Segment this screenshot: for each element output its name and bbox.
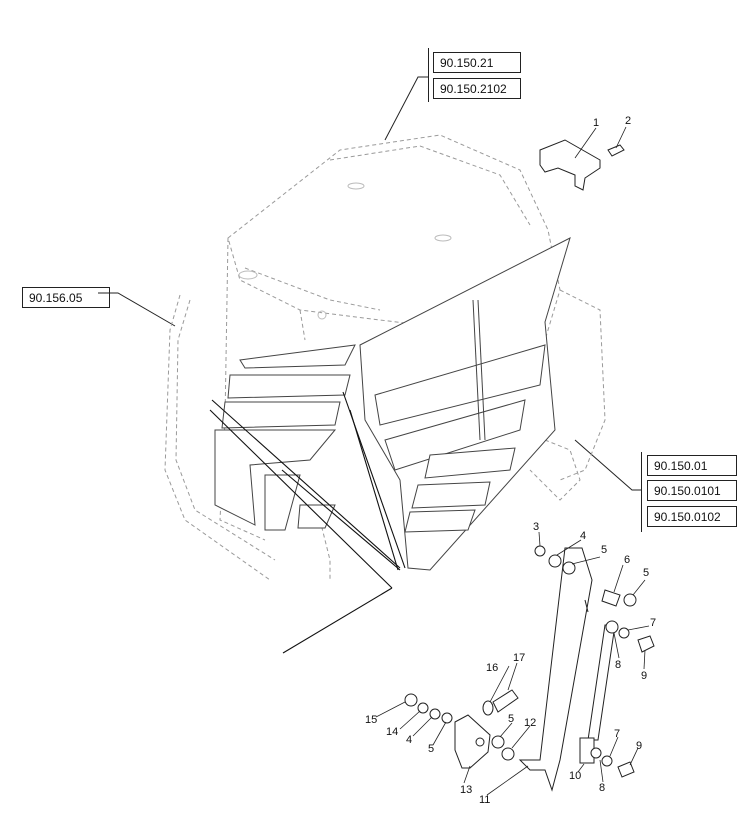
ref-box-90-150-0101[interactable]: 90.150.0101	[647, 480, 737, 501]
callout-leaders	[375, 126, 650, 796]
ref-group-top-bar	[428, 48, 429, 102]
callout-7: 7	[650, 617, 656, 629]
callout-13: 13	[460, 784, 472, 796]
callout-5: 5	[601, 544, 607, 556]
callout-4: 4	[580, 530, 586, 542]
part-2-screw	[607, 144, 625, 157]
callout-7b: 7	[614, 728, 620, 740]
callout-numbers: 1 2 3 4 5 6 5 7 8 9 10 11 12 13 14 15 16…	[365, 115, 656, 806]
callout-15: 15	[365, 714, 377, 726]
ref-box-90-150-21[interactable]: 90.150.21	[433, 52, 521, 73]
ref-group-right-bar	[641, 452, 642, 532]
callout-5c: 5	[428, 743, 434, 755]
callout-8b: 8	[599, 782, 605, 794]
part-16-17-pin	[482, 689, 519, 716]
ref-box-90-150-2102[interactable]: 90.150.2102	[433, 78, 521, 99]
callout-11: 11	[479, 794, 490, 806]
callout-3: 3	[533, 521, 539, 533]
callout-12: 12	[524, 717, 536, 729]
callout-5d: 5	[508, 713, 514, 725]
small-hardware	[404, 545, 655, 778]
callout-17: 17	[513, 652, 525, 664]
callout-16: 16	[486, 662, 498, 674]
callout-4b: 4	[406, 734, 412, 746]
decal-panel	[214, 237, 571, 571]
ref-box-90-156-05[interactable]: 90.156.05	[22, 287, 110, 308]
ref-box-90-150-01[interactable]: 90.150.01	[647, 455, 737, 476]
decal-leaders	[209, 391, 406, 654]
part-1-bracket	[539, 139, 601, 191]
callout-1: 1	[593, 117, 599, 129]
part-13-plate	[454, 714, 491, 769]
ref-box-90-150-0102[interactable]: 90.150.0102	[647, 506, 737, 527]
callout-5b: 5	[643, 567, 649, 579]
reference-leaders	[98, 76, 641, 491]
callout-2: 2	[625, 115, 631, 127]
callout-6: 6	[624, 554, 630, 566]
part-11-support-arm	[518, 547, 593, 792]
callout-9: 9	[641, 670, 647, 682]
callout-8: 8	[615, 659, 621, 671]
callout-10: 10	[569, 770, 581, 782]
callout-14: 14	[386, 726, 398, 738]
callout-9b: 9	[636, 740, 642, 752]
part-10-gas-strut	[579, 624, 616, 764]
